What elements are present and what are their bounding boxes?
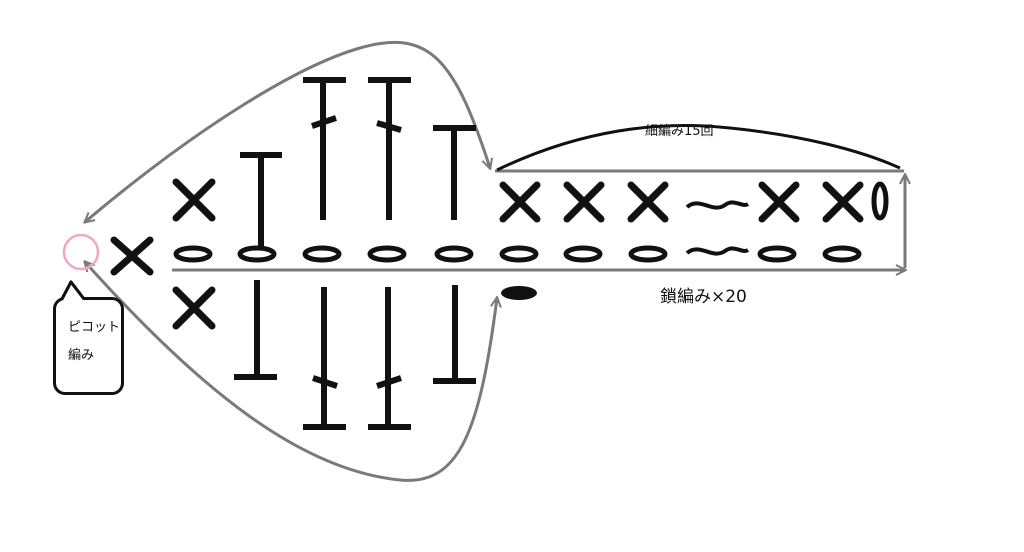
single-crochet-icon: [172, 286, 216, 330]
double-crochet-icon: [368, 287, 411, 430]
single-crochet-icon: [563, 181, 605, 223]
picot-label-line1: ピコット: [68, 320, 121, 335]
single-crochet-icon: [499, 181, 541, 223]
lower-tall-stitches: [234, 280, 476, 430]
chain-stitch-icon: [237, 245, 277, 263]
half-double-crochet-icon: [433, 125, 476, 220]
single-crochet-bracket: [496, 123, 901, 172]
single-crochet-stitches: [110, 178, 864, 330]
single-crochet-count-label: 細編み15回: [645, 123, 714, 139]
double-crochet-icon: [303, 287, 346, 430]
chain-count-label: 鎖編み×20: [660, 287, 747, 307]
picot-circle-icon: [62, 233, 100, 271]
turning-chain-icon: [871, 181, 889, 221]
chain-stitch-icon: [434, 245, 474, 263]
chain-stitch-icon: [173, 245, 213, 263]
flow-arrow-upper: [85, 40, 490, 222]
upper-tall-stitches: [240, 77, 476, 250]
picot-callout: ピコット 編み: [53, 297, 124, 395]
picot-callout-text: ピコット 編み: [68, 314, 124, 370]
chain-stitch-icon: [499, 245, 539, 263]
double-crochet-icon: [303, 77, 346, 220]
slip-stitch-icon: [501, 286, 537, 300]
single-crochet-icon: [172, 178, 216, 222]
chain-stitch-icon: [822, 245, 862, 263]
chain-stitch-icon: [302, 245, 342, 263]
chain-stitch-icon: [367, 245, 407, 263]
flow-outline: [85, 40, 905, 482]
chain-stitch-icon: [628, 245, 668, 263]
chain-stitch-icon: [757, 245, 797, 263]
single-crochet-icon: [758, 181, 800, 223]
single-crochet-icon: [627, 181, 669, 223]
picot-label-line2: 編み: [68, 348, 95, 363]
single-crochet-icon: [110, 236, 154, 276]
half-double-crochet-icon: [234, 280, 277, 380]
foundation-chain-row: [173, 245, 862, 263]
single-crochet-icon: [822, 181, 864, 223]
flow-arrow-lower: [85, 262, 497, 482]
continuation-icon: [685, 246, 750, 256]
double-crochet-icon: [368, 77, 411, 220]
half-double-crochet-icon: [433, 285, 476, 384]
continuation-marks: [685, 200, 750, 256]
continuation-icon: [685, 200, 750, 210]
half-double-crochet-icon: [240, 152, 282, 250]
chain-stitch-icon: [563, 245, 603, 263]
